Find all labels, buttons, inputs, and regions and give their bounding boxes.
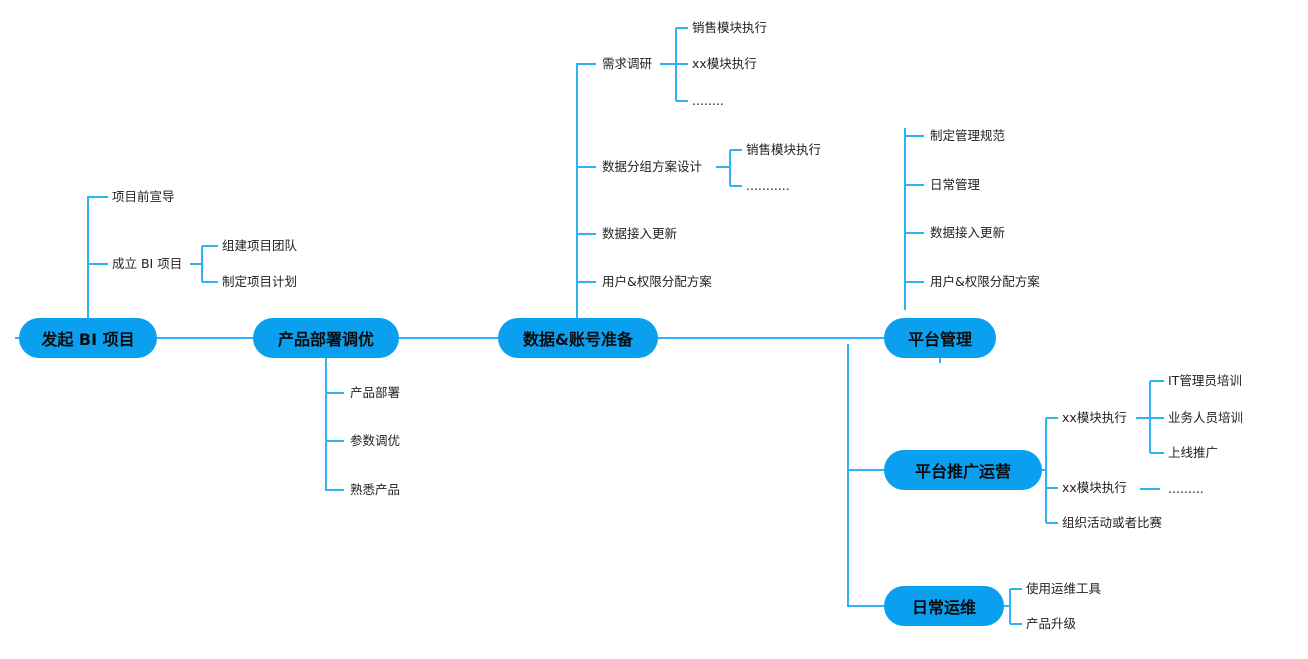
label-permission-plan: 用户&权限分配方案 bbox=[602, 274, 712, 289]
label-it-admin-training: IT管理员培训 bbox=[1168, 373, 1242, 388]
node-platform-promotion: 平台推广运营 bbox=[884, 450, 1042, 490]
label-data-access: 数据接入更新 bbox=[602, 226, 678, 241]
label-promo-xx-exec-2: xx模块执行 bbox=[1062, 480, 1127, 495]
node-data-account-prep: 数据&账号准备 bbox=[498, 318, 658, 358]
label-familiar-product: 熟悉产品 bbox=[350, 482, 401, 497]
label-activities: 组织活动或者比赛 bbox=[1062, 515, 1163, 530]
node-start-bi-project: 发起 BI 项目 bbox=[19, 318, 157, 358]
label-setup-bi: 成立 BI 项目 bbox=[112, 256, 183, 271]
label-param-tuning: 参数调优 bbox=[350, 433, 401, 448]
label-build-team: 组建项目团队 bbox=[222, 238, 298, 253]
label-go-live: 上线推广 bbox=[1168, 445, 1219, 460]
label-promo-before: 项目前宣导 bbox=[112, 189, 175, 204]
label-ellipsis-2: ........... bbox=[746, 178, 790, 193]
label-promo-xx-exec: xx模块执行 bbox=[1062, 410, 1127, 425]
label-product-upgrade: 产品升级 bbox=[1026, 616, 1077, 631]
label-daily-management: 日常管理 bbox=[930, 177, 981, 192]
label-sales-module-exec-2: 销售模块执行 bbox=[746, 142, 822, 157]
label-management-rules: 制定管理规范 bbox=[930, 128, 1006, 143]
label-requirement-research: 需求调研 bbox=[602, 56, 653, 71]
label-ops-tools: 使用运维工具 bbox=[1026, 581, 1102, 596]
label-xx-module-exec: xx模块执行 bbox=[692, 56, 757, 71]
label-platform-data-access: 数据接入更新 bbox=[930, 225, 1006, 240]
node-platform-management: 平台管理 bbox=[884, 318, 996, 358]
label-project-plan: 制定项目计划 bbox=[222, 274, 298, 289]
label-platform-permission-plan: 用户&权限分配方案 bbox=[930, 274, 1040, 289]
label-sales-module-exec: 销售模块执行 bbox=[692, 20, 768, 35]
node-deploy-tuning: 产品部署调优 bbox=[253, 318, 399, 358]
label-business-training: 业务人员培训 bbox=[1168, 410, 1244, 425]
label-ellipsis: ........ bbox=[692, 93, 724, 108]
node-daily-ops: 日常运维 bbox=[884, 586, 1004, 626]
label-promo-ellipsis: ......... bbox=[1168, 481, 1204, 496]
label-product-deploy: 产品部署 bbox=[350, 385, 401, 400]
label-data-grouping: 数据分组方案设计 bbox=[602, 159, 703, 174]
